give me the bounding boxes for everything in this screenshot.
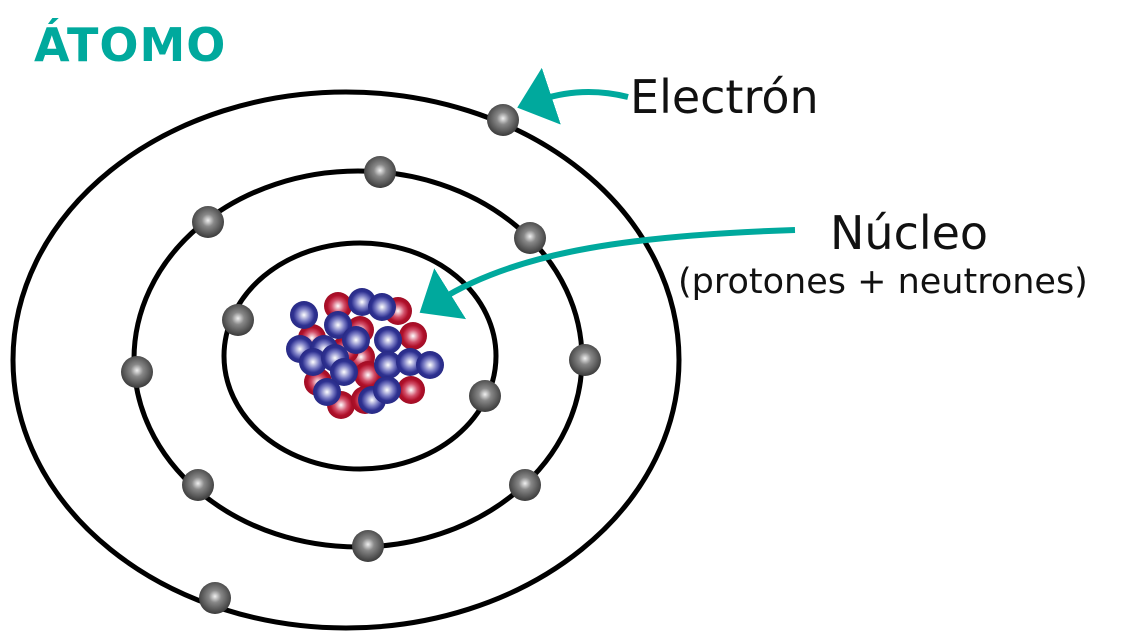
neutron: [368, 293, 396, 321]
neutron: [313, 378, 341, 406]
inner-orbit: [221, 240, 499, 472]
electron: [569, 344, 601, 376]
neutron: [373, 376, 401, 404]
neutron: [374, 351, 402, 379]
proton: [397, 376, 425, 404]
electron: [509, 469, 541, 501]
electron: [469, 380, 501, 412]
electron: [121, 356, 153, 388]
nucleus: [286, 288, 444, 419]
electron: [514, 222, 546, 254]
electron: [199, 582, 231, 614]
electron-label: Electrón: [630, 70, 819, 124]
neutron: [299, 348, 327, 376]
electron: [192, 206, 224, 238]
proton: [399, 322, 427, 350]
electron: [222, 304, 254, 336]
electron: [364, 156, 396, 188]
nucleus-label: Núcleo: [830, 206, 989, 260]
electrons: [121, 104, 601, 614]
electron: [182, 469, 214, 501]
electron-arrow: [517, 67, 629, 125]
page-title: ÁTOMO: [34, 18, 227, 72]
outer-orbit: [10, 89, 682, 631]
neutron: [342, 326, 370, 354]
neutron: [330, 358, 358, 386]
neutron: [374, 326, 402, 354]
neutron: [290, 301, 318, 329]
electron: [352, 530, 384, 562]
nucleus-arrow: [419, 227, 796, 320]
nucleus-sublabel: (protones + neutrones): [678, 262, 1088, 302]
electron: [487, 104, 519, 136]
neutron: [416, 351, 444, 379]
